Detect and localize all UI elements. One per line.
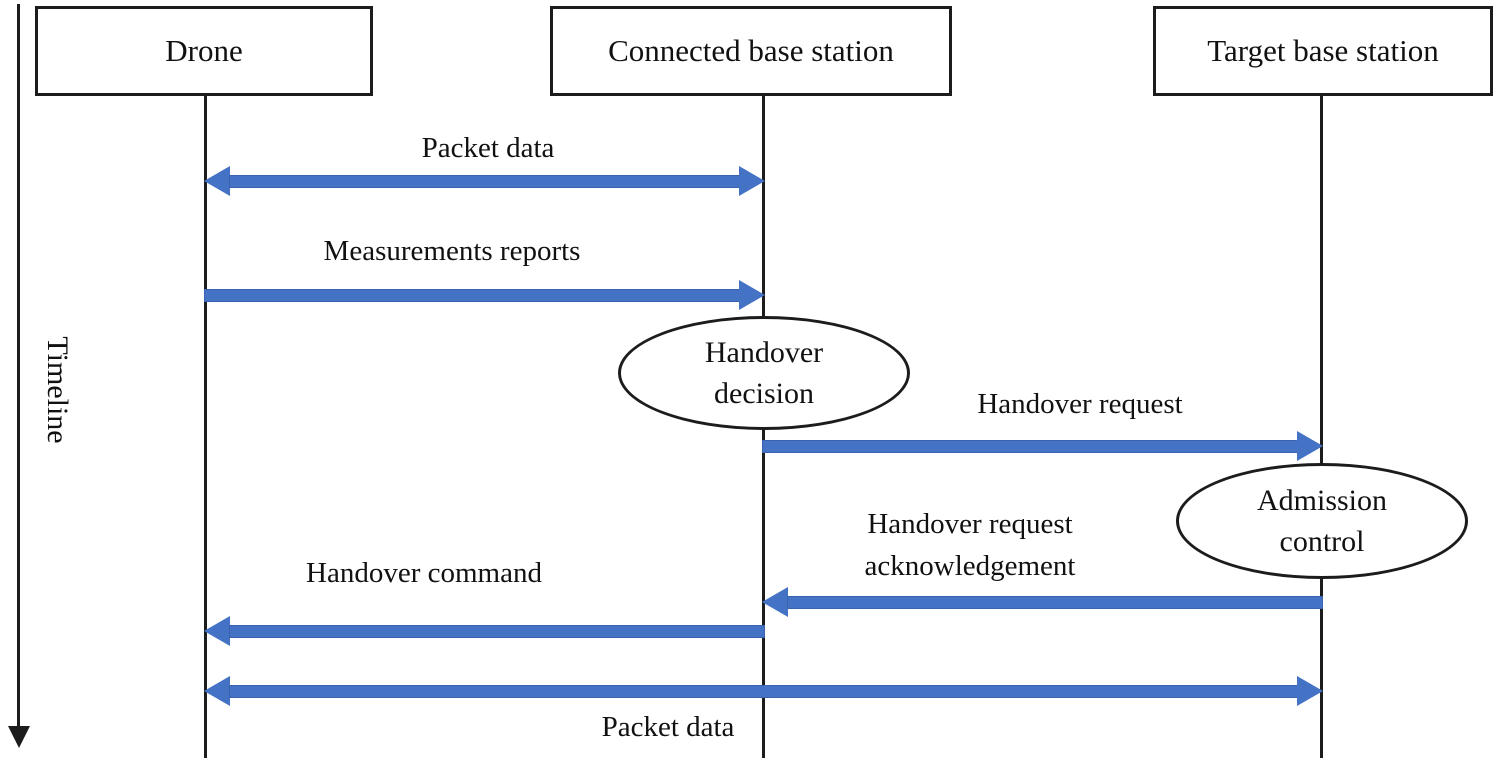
actor-label-drone: Drone: [165, 33, 243, 68]
lifeline-drone: [204, 96, 207, 758]
arrowhead-right-icon: [739, 280, 765, 310]
arrowhead-left-icon: [762, 587, 788, 617]
arrow-shaft: [787, 595, 1323, 609]
process-label-line: control: [1279, 525, 1365, 558]
message-arrow-handover-request: [762, 431, 1323, 461]
arrowhead-right-icon: [1297, 676, 1323, 706]
arrowhead-left-icon: [204, 676, 230, 706]
message-label-handover-command: Handover command: [306, 557, 542, 589]
message-arrow-packet-data-1: [204, 166, 765, 196]
actor-box-drone: Drone: [35, 6, 373, 96]
actor-label-connected-base-station: Connected base station: [608, 33, 894, 68]
arrowhead-right-icon: [739, 166, 765, 196]
arrowhead-left-icon: [204, 166, 230, 196]
message-arrow-packet-data-2: [204, 676, 1323, 706]
message-label-packet-data-2: Packet data: [601, 711, 735, 743]
message-arrow-handover-command: [204, 616, 765, 646]
timeline-arrowhead-down-icon: [8, 726, 30, 748]
timeline-label: Timeline: [41, 336, 74, 444]
message-label-handover-request: Handover request: [977, 388, 1183, 420]
arrow-shaft: [204, 288, 740, 302]
message-label-packet-data-1: Packet data: [421, 132, 555, 164]
message-arrow-measurements-reports: [204, 280, 765, 310]
arrowhead-left-icon: [204, 616, 230, 646]
process-ellipse-handover-decision: Handover decision: [618, 316, 910, 430]
arrowhead-right-icon: [1297, 431, 1323, 461]
actor-box-target-base-station: Target base station: [1153, 6, 1493, 96]
arrow-shaft: [762, 439, 1298, 453]
process-label-line: Handover: [704, 336, 824, 369]
timeline-axis-line: [17, 4, 20, 728]
actor-box-connected-base-station: Connected base station: [550, 6, 952, 96]
message-label-line: acknowledgement: [864, 550, 1076, 582]
process-label-line: decision: [714, 377, 814, 410]
message-label-measurements-reports: Measurements reports: [323, 235, 581, 267]
message-arrow-handover-request-acknowledgement: [762, 587, 1323, 617]
actor-label-target-base-station: Target base station: [1207, 33, 1439, 68]
lifeline-target-base-station: [1320, 96, 1323, 758]
arrow-shaft: [229, 624, 765, 638]
message-label-line: Handover request: [867, 508, 1073, 540]
arrow-shaft: [229, 684, 1298, 698]
message-label-handover-request-acknowledgement: Handover request acknowledgement: [865, 503, 1076, 587]
arrow-shaft: [229, 174, 740, 188]
process-ellipse-admission-control: Admission control: [1176, 463, 1468, 579]
process-label-line: Admission: [1256, 484, 1388, 517]
